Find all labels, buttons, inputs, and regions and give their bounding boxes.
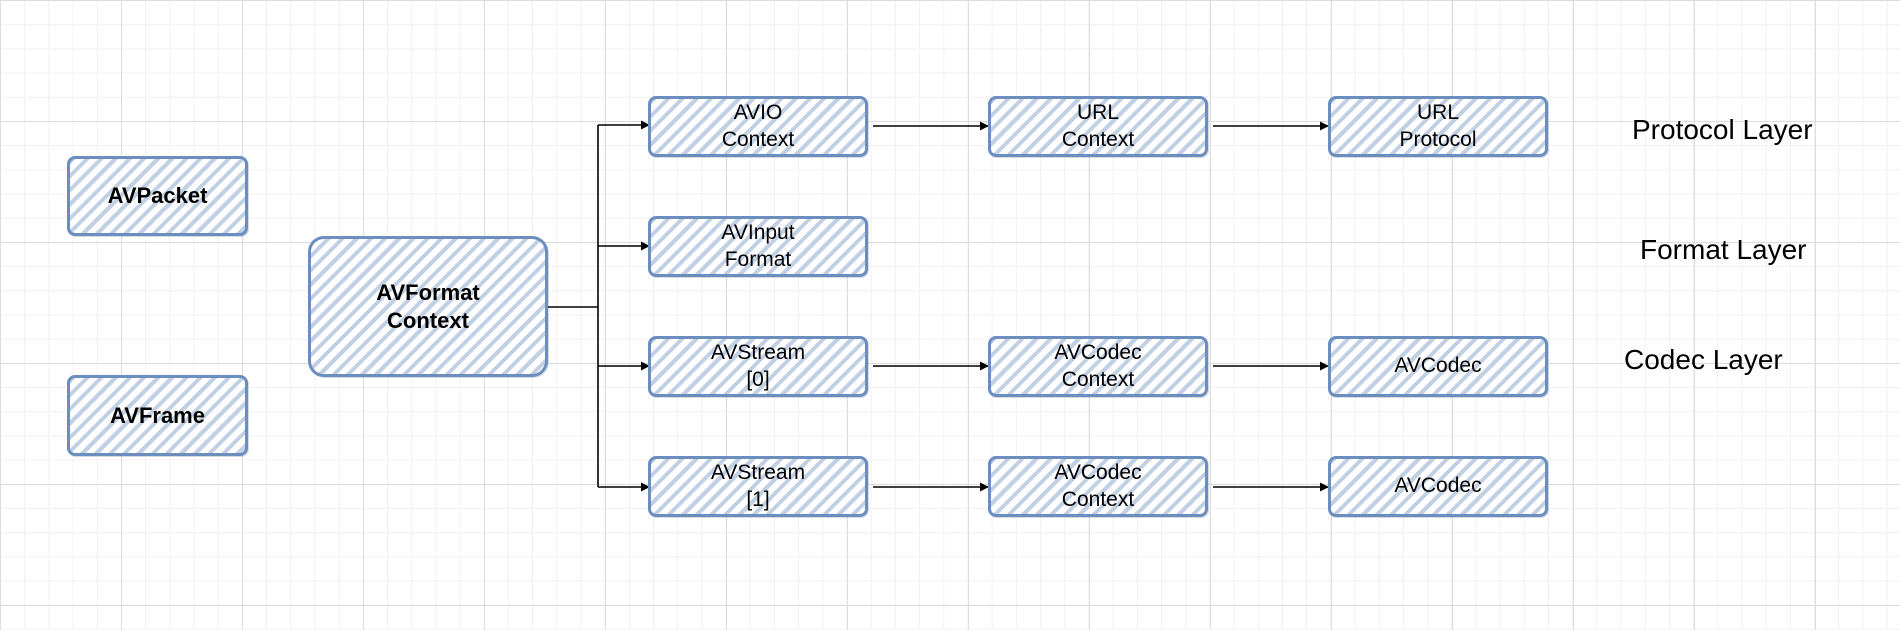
label-format-layer: Format Layer bbox=[1640, 234, 1807, 265]
node-avformat-context[interactable]: AVFormat Context bbox=[308, 236, 548, 377]
node-avio-context[interactable]: AVIO Context bbox=[648, 96, 868, 157]
node-avframe[interactable]: AVFrame bbox=[67, 375, 248, 456]
label-codec-layer: Codec Layer bbox=[1624, 344, 1783, 375]
node-avcodec-context-0[interactable]: AVCodec Context bbox=[988, 336, 1208, 397]
node-url-context[interactable]: URL Context bbox=[988, 96, 1208, 157]
node-avstream-0[interactable]: AVStream [0] bbox=[648, 336, 868, 397]
node-url-protocol[interactable]: URL Protocol bbox=[1328, 96, 1548, 157]
node-avcodec-context-1[interactable]: AVCodec Context bbox=[988, 456, 1208, 517]
node-avcodec-0[interactable]: AVCodec bbox=[1328, 336, 1548, 397]
label-protocol-layer: Protocol Layer bbox=[1632, 114, 1813, 145]
node-avpacket[interactable]: AVPacket bbox=[67, 156, 248, 236]
node-avcodec-1[interactable]: AVCodec bbox=[1328, 456, 1548, 517]
node-avinput-format[interactable]: AVInput Format bbox=[648, 216, 868, 277]
node-avstream-1[interactable]: AVStream [1] bbox=[648, 456, 868, 517]
